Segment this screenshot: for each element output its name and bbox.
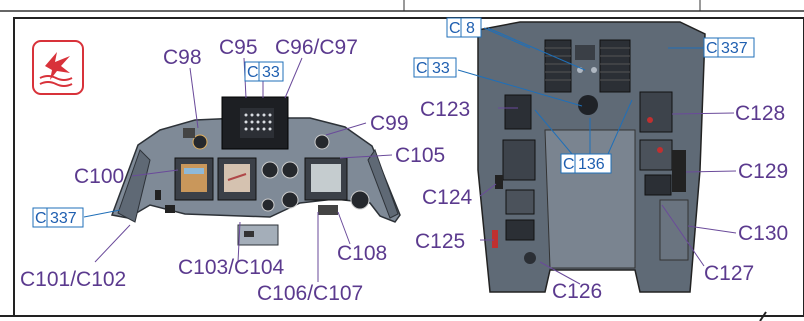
callout-c101-c102: C101/C102	[20, 268, 126, 291]
svg-text:337: 337	[721, 40, 748, 57]
boxed-callout-c337-right: C 337	[704, 38, 754, 57]
boxed-callout-c33-right: C 33	[414, 58, 456, 77]
callout-c105: C105	[395, 144, 445, 167]
callout-c108: C108	[337, 242, 387, 265]
callout-c129: C129	[738, 160, 788, 183]
callout-c126: C126	[552, 280, 602, 303]
svg-text:8: 8	[466, 20, 475, 37]
boxed-callout-c33-left: C 33	[245, 62, 283, 81]
svg-text:C: C	[563, 156, 575, 173]
callout-c95: C95	[219, 36, 258, 59]
callout-c130: C130	[738, 222, 788, 245]
callout-c125: C125	[415, 230, 465, 253]
svg-text:33: 33	[262, 64, 280, 81]
instrument-panel	[112, 97, 400, 245]
callout-c124: C124	[422, 186, 473, 209]
boxed-callout-c337-left: C 337	[33, 208, 83, 227]
boxed-callout-c136: C 136	[561, 154, 611, 173]
svg-text:C: C	[449, 20, 461, 37]
svg-text:136: 136	[578, 156, 605, 173]
callout-c127: C127	[704, 262, 754, 285]
svg-text:33: 33	[432, 60, 450, 77]
top-strip	[0, 0, 804, 12]
svg-text:C: C	[706, 40, 718, 57]
callout-c128: C128	[735, 102, 785, 125]
svg-text:C: C	[35, 210, 47, 227]
svg-text:C: C	[247, 64, 259, 81]
callout-c106-c107: C106/C107	[257, 282, 363, 305]
callout-c98: C98	[163, 46, 202, 69]
svg-text:337: 337	[50, 210, 77, 227]
callout-c100: C100	[74, 165, 124, 188]
callout-c99: C99	[370, 112, 409, 135]
svg-text:C: C	[416, 60, 428, 77]
callout-c103-c104: C103/C104	[178, 256, 285, 279]
boxed-callout-c8: C 8	[447, 18, 481, 37]
callout-c123: C123	[420, 98, 470, 121]
red-star-logo	[33, 41, 83, 94]
callout-c96-c97: C96/C97	[275, 36, 358, 59]
